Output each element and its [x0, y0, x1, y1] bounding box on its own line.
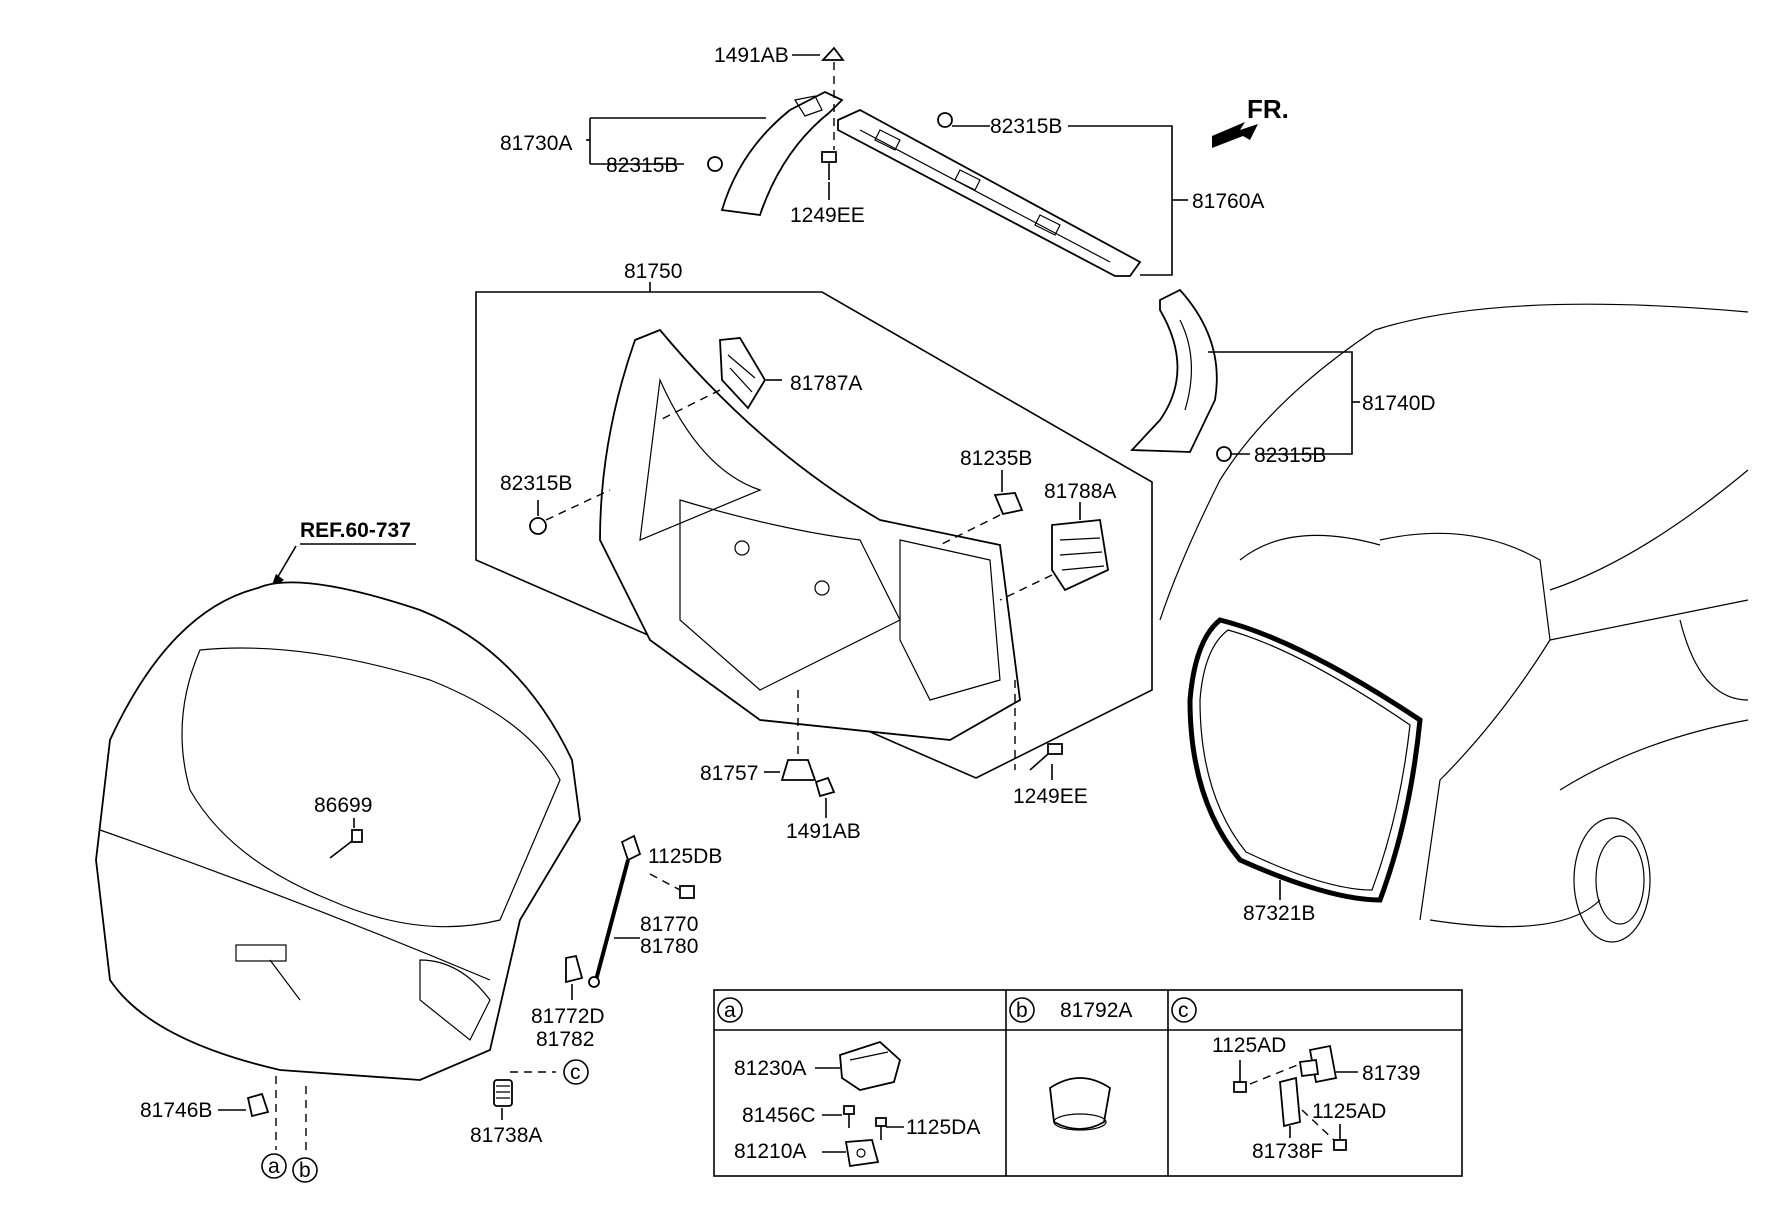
part-81235B	[993, 492, 1024, 516]
table-marker-c-label: c	[1178, 999, 1189, 1022]
table-a-label-81456C: 81456C	[742, 1104, 816, 1127]
bracket-81738F	[1279, 1076, 1301, 1128]
callout-82315B-d: 82315B	[500, 472, 572, 495]
clip-82315B-b	[937, 112, 953, 128]
callout-81757: 81757	[700, 762, 758, 785]
vehicle-rear-view	[1159, 303, 1749, 943]
marker-c	[563, 1059, 589, 1085]
marker-a	[261, 1153, 287, 1179]
callout-81750: 81750	[624, 260, 682, 283]
screw-1249EE-top	[821, 151, 837, 180]
callout-81787A: 81787A	[790, 372, 862, 395]
callout-87321B: 87321B	[1243, 902, 1315, 925]
bolt-1125AD-b	[1333, 1124, 1347, 1151]
bolt-1125DB	[649, 873, 695, 899]
callout-81738A: 81738A	[470, 1124, 542, 1147]
clip-82315B-d	[529, 517, 547, 535]
table-marker-a-label: a	[724, 999, 736, 1022]
callout-ref-60-737: REF.60-737	[300, 519, 411, 542]
table-marker-a	[717, 997, 743, 1023]
screw-1249EE-bottom	[1029, 743, 1063, 771]
callout-1125DB: 1125DB	[648, 845, 722, 868]
grille-81788A	[1051, 519, 1109, 592]
table-a-label-81230A: 81230A	[734, 1057, 806, 1080]
clip-82315B-c	[1216, 446, 1232, 462]
bumper-81738A	[493, 1079, 513, 1107]
latch-81230A	[839, 1040, 902, 1091]
weatherstrip-87321B	[1187, 617, 1423, 903]
grille-81787A	[719, 337, 767, 410]
table-b-title-81792A: 81792A	[1060, 999, 1132, 1022]
table-a-label-81210A: 81210A	[734, 1140, 806, 1163]
trim-81740D	[1129, 288, 1218, 453]
table-marker-c	[1171, 997, 1197, 1023]
clip-1491AB-bottom	[814, 776, 836, 798]
callout-81746B: 81746B	[140, 1099, 212, 1122]
bracket-81739	[1298, 1044, 1338, 1084]
callout-81782: 81782	[536, 1028, 594, 1051]
table-c-label-1125AD-b: 1125AD	[1312, 1100, 1386, 1123]
callout-82315B-b: 82315B	[990, 115, 1062, 138]
table-a-label-1125DA: 1125DA	[906, 1116, 980, 1139]
callout-82315B-a: 82315B	[606, 154, 678, 177]
clip-1491AB-top	[820, 46, 845, 61]
callout-81235B: 81235B	[960, 447, 1032, 470]
marker-a-label: a	[268, 1155, 280, 1178]
tailgate-panel	[95, 581, 581, 1081]
trim-81760A	[837, 108, 1142, 277]
callout-81760A: 81760A	[1192, 190, 1264, 213]
callout-81788A: 81788A	[1044, 480, 1116, 503]
bumper-81792A	[1049, 1077, 1111, 1131]
panel-81750-group-box	[475, 291, 1153, 779]
table-marker-b-label: b	[1016, 999, 1028, 1022]
callout-81730A: 81730A	[500, 132, 572, 155]
trim-81730A	[720, 90, 844, 216]
callout-81740D: 81740D	[1362, 392, 1436, 415]
clip-82315B-a	[707, 156, 723, 172]
direction-label: FR.	[1247, 94, 1289, 124]
callout-1249EE-top: 1249EE	[790, 204, 865, 227]
callout-81770: 81770	[640, 913, 698, 936]
table-c-label-1125AD-a: 1125AD	[1212, 1034, 1286, 1057]
bolt-86699	[329, 829, 363, 859]
gas-strut-81770	[588, 834, 642, 988]
bracket-81772D	[565, 954, 584, 984]
callout-1249EE-bottom: 1249EE	[1013, 785, 1088, 808]
callout-82315B-c: 82315B	[1254, 444, 1326, 467]
clip-81757	[780, 759, 817, 781]
marker-c-label: c	[570, 1061, 581, 1084]
detail-table: a 81230A 81456C 1125DA 81210A b 81792A	[713, 989, 1463, 1177]
front-direction-arrow-icon	[1212, 122, 1258, 148]
bolt-81456C	[843, 1105, 855, 1128]
callout-81780: 81780	[640, 935, 698, 958]
table-marker-b	[1009, 997, 1035, 1023]
trim-panel-81750	[599, 328, 1021, 741]
callout-1491AB-bottom: 1491AB	[786, 820, 861, 843]
callout-1491AB-top: 1491AB	[714, 44, 789, 67]
clip-81746B	[246, 1092, 270, 1118]
callout-81772D: 81772D	[531, 1005, 605, 1028]
marker-b	[292, 1157, 318, 1183]
table-c-label-81738F: 81738F	[1252, 1140, 1323, 1163]
bolt-1125DA	[875, 1117, 887, 1140]
striker-81210A	[844, 1139, 880, 1168]
table-c-label-81739: 81739	[1362, 1062, 1420, 1085]
callout-86699: 86699	[314, 794, 372, 817]
marker-b-label: b	[299, 1159, 311, 1182]
bolt-1125AD-a	[1233, 1060, 1247, 1093]
